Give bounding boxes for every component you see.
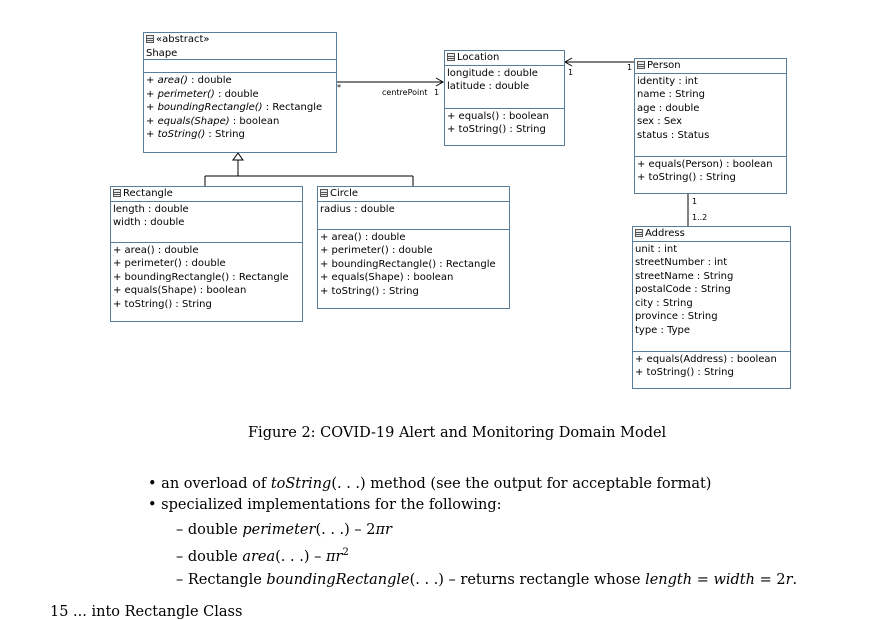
- address-attribute: city : String: [635, 297, 693, 309]
- class-icon: [146, 35, 154, 43]
- location-attribute: longitude : double: [447, 67, 538, 79]
- bullet-dot: •: [148, 476, 157, 492]
- location-attributes-section: longitude : double latitude : double: [445, 66, 564, 109]
- person-address-source-multiplicity: 1: [692, 197, 698, 206]
- shape-method: + toString() : String: [146, 129, 245, 140]
- sub-bullet-area: – double area(. . .) – πr2: [176, 547, 349, 565]
- shape-location-target-multiplicity: 1: [434, 88, 440, 97]
- class-icon: [320, 189, 328, 197]
- bullet-specialized: • specialized implementations for the fo…: [148, 497, 502, 513]
- shape-method: + perimeter() : double: [146, 88, 259, 100]
- sub-bullet-perimeter: – double perimeter(. . .) – 2πr: [176, 522, 392, 538]
- person-location-arrowhead: [563, 57, 573, 67]
- address-class-header: Address: [633, 227, 790, 242]
- rectangle-methods-section: + area() : double + perimeter() : double…: [111, 243, 302, 313]
- location-method: + equals() : boolean: [447, 110, 550, 122]
- circle-method: + perimeter() : double: [320, 245, 433, 256]
- location-class-name: Location: [457, 52, 500, 63]
- address-class-box[interactable]: Address unit : int streetNumber : int st…: [632, 226, 791, 389]
- rectangle-method: + perimeter() : double: [113, 258, 226, 269]
- address-method: + equals(Address) : boolean: [635, 353, 777, 365]
- bullet-tostring: • an overload of toString(. . .) method …: [148, 476, 712, 492]
- circle-attribute: radius : double: [320, 203, 395, 215]
- shape-stereotype: «abstract»: [156, 34, 210, 45]
- address-attribute: postalCode : String: [635, 284, 731, 295]
- circle-method: + area() : double: [320, 231, 406, 243]
- cut-off-text-line: 15 ... into Rectangle Class: [50, 604, 243, 620]
- circle-method: + toString() : String: [320, 285, 419, 297]
- circle-class-box[interactable]: Circle radius : double + area() : double…: [317, 186, 510, 309]
- address-method: + toString() : String: [635, 367, 734, 378]
- location-method: + toString() : String: [447, 124, 546, 135]
- rectangle-method: + toString() : String: [113, 298, 212, 310]
- class-icon: [635, 229, 643, 237]
- rectangle-class-box[interactable]: Rectangle length : double width : double…: [110, 186, 303, 322]
- circle-class-header: Circle: [318, 187, 509, 202]
- shape-location-arrowhead: [435, 77, 445, 87]
- circle-method: + boundingRectangle() : Rectangle: [320, 258, 496, 270]
- circle-method: + equals(Shape) : boolean: [320, 272, 454, 283]
- location-attribute: latitude : double: [447, 81, 530, 92]
- class-icon: [447, 53, 455, 61]
- shape-attributes-section: [144, 60, 336, 73]
- centre-point-role-label: centrePoint: [382, 88, 428, 97]
- rectangle-attributes-section: length : double width : double: [111, 202, 302, 243]
- rectangle-attribute: width : double: [113, 217, 185, 228]
- person-location-source-multiplicity: 1: [627, 63, 633, 72]
- figure-caption: Figure 2: COVID-19 Alert and Monitoring …: [248, 425, 667, 441]
- circle-methods-section: + area() : double + perimeter() : double…: [318, 230, 509, 300]
- person-location-target-multiplicity: 1: [568, 68, 574, 77]
- location-methods-section: + equals() : boolean + toString() : Stri…: [445, 109, 564, 138]
- person-attributes-section: identity : int name : String age : doubl…: [635, 74, 786, 157]
- class-icon: [637, 61, 645, 69]
- address-class-name: Address: [645, 228, 685, 239]
- person-address-target-multiplicity: 1..2: [692, 213, 708, 222]
- circle-class-name: Circle: [330, 188, 359, 199]
- rectangle-attribute: length : double: [113, 203, 189, 215]
- person-attribute: name : String: [637, 89, 705, 100]
- rectangle-class-header: Rectangle: [111, 187, 302, 202]
- person-class-box[interactable]: Person identity : int name : String age …: [634, 58, 787, 194]
- person-attribute: status : Status: [637, 129, 710, 141]
- bullet-dot: •: [148, 497, 157, 513]
- shape-method: + boundingRectangle() : Rectangle: [146, 102, 323, 113]
- address-methods-section: + equals(Address) : boolean + toString()…: [633, 352, 790, 381]
- address-attribute: streetNumber : int: [635, 257, 728, 268]
- rectangle-method: + area() : double: [113, 244, 199, 256]
- address-attribute: streetName : String: [635, 270, 734, 282]
- rectangle-class-name: Rectangle: [123, 188, 173, 199]
- location-class-box[interactable]: Location longitude : double latitude : d…: [444, 50, 565, 146]
- circle-attributes-section: radius : double: [318, 202, 509, 230]
- address-attribute: unit : int: [635, 243, 678, 255]
- sub-bullet-bounding-rectangle: – Rectangle boundingRectangle(. . .) – r…: [176, 572, 798, 588]
- address-attribute: type : Type: [635, 324, 691, 336]
- generalization-triangle: [232, 152, 244, 161]
- rectangle-method: + equals(Shape) : boolean: [113, 285, 247, 296]
- person-attribute: identity : int: [637, 75, 698, 87]
- person-attribute: sex : Sex: [637, 116, 683, 127]
- person-attribute: age : double: [637, 102, 700, 114]
- shape-location-source-multiplicity: *: [337, 83, 341, 92]
- class-icon: [113, 189, 121, 197]
- person-method: + equals(Person) : boolean: [637, 158, 773, 170]
- rectangle-method: + boundingRectangle() : Rectangle: [113, 271, 289, 283]
- shape-class-header: «abstract» Shape: [144, 33, 336, 60]
- shape-class-name: Shape: [146, 47, 178, 59]
- person-method: + toString() : String: [637, 172, 736, 183]
- person-class-name: Person: [647, 60, 681, 71]
- address-attribute: province : String: [635, 311, 718, 322]
- person-methods-section: + equals(Person) : boolean + toString() …: [635, 157, 786, 186]
- shape-method: + equals(Shape) : boolean: [146, 115, 280, 127]
- address-attributes-section: unit : int streetNumber : int streetName…: [633, 242, 790, 352]
- shape-class-box[interactable]: «abstract» Shape + area() : double + per…: [143, 32, 337, 153]
- shape-methods-section: + area() : double + perimeter() : double…: [144, 73, 336, 143]
- location-class-header: Location: [445, 51, 564, 66]
- shape-method: + area() : double: [146, 75, 232, 86]
- person-class-header: Person: [635, 59, 786, 74]
